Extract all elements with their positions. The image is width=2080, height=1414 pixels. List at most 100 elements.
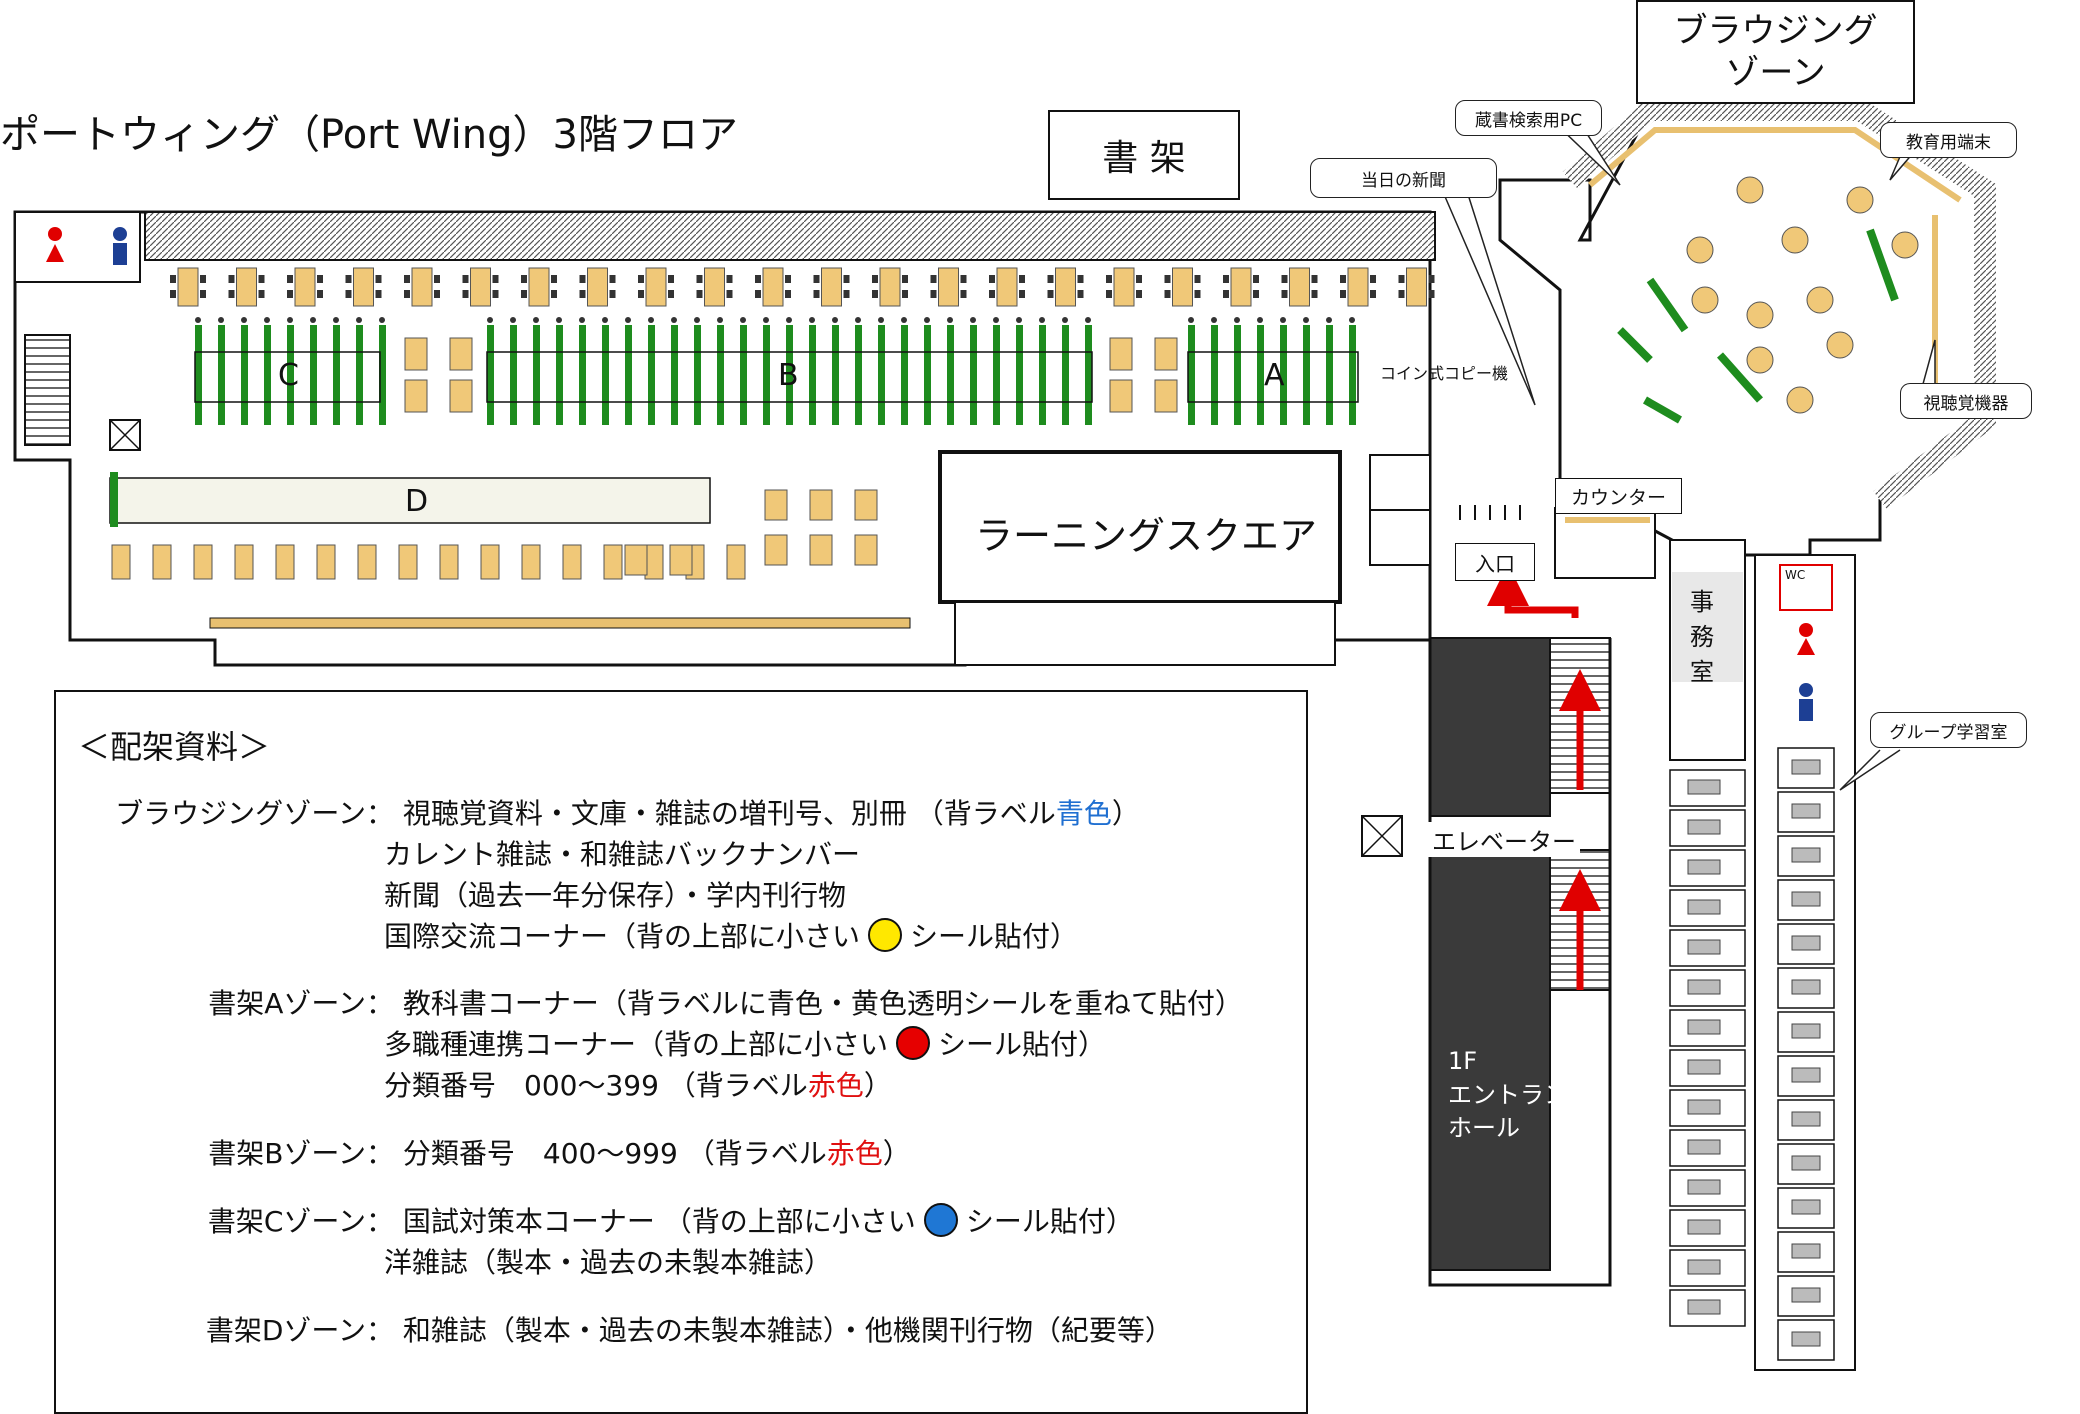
legend-b-1b: 赤色	[826, 1137, 883, 1170]
desk	[236, 267, 257, 307]
shelf-unit	[786, 325, 793, 425]
shelf-marker	[1062, 317, 1068, 323]
browsing-shelf	[1617, 327, 1653, 363]
shelf-unit	[1349, 325, 1356, 425]
chair	[609, 290, 616, 298]
round-table	[1746, 346, 1774, 374]
legend-browsing-4a: 国際交流コーナー（背の上部に小さい	[384, 920, 861, 953]
legend-browsing-zone: ブラウジングゾーン：	[115, 797, 394, 830]
legend-a-2b: シール貼付）	[938, 1028, 1107, 1061]
chair	[1370, 290, 1376, 298]
legend-a-1: 教科書コーナー（背ラベルに青色・黄色透明シールを重ねて貼付）	[402, 987, 1243, 1020]
shelf-marker	[1280, 317, 1286, 323]
hall-line3: ホール	[1448, 1114, 1520, 1143]
group-room-table	[1687, 859, 1721, 875]
shelf-marker	[694, 317, 700, 323]
legend-c-row2: 洋雑誌（製本・過去の未製本雑誌）	[384, 1246, 833, 1279]
chair	[930, 290, 937, 298]
browsing-shelf	[1717, 352, 1763, 403]
desk	[821, 267, 842, 307]
chair	[492, 290, 499, 298]
tables-between-zones	[404, 337, 1178, 413]
chair	[1164, 290, 1171, 298]
chair	[1311, 275, 1318, 283]
wc-label: WC	[1785, 568, 1806, 582]
counter-label: カウンター	[1555, 478, 1682, 514]
chair	[696, 275, 703, 283]
small-room-1	[1369, 454, 1431, 511]
entrance-label: 入口	[1455, 543, 1535, 581]
chair	[287, 290, 293, 298]
chair	[813, 275, 820, 283]
group-room-table	[1791, 1331, 1821, 1347]
callout-av-equipment-text: 視聴覚機器	[1923, 393, 2009, 414]
yellow-dot-icon	[868, 918, 903, 952]
desk	[726, 544, 746, 580]
shelf-unit	[740, 325, 747, 425]
shelf-marker	[924, 317, 930, 323]
desk	[644, 544, 664, 580]
shelf-marker	[947, 317, 953, 323]
group-rooms-left	[1669, 769, 1746, 1327]
chair	[1223, 275, 1229, 283]
group-room-table	[1791, 1067, 1821, 1083]
round-table	[1826, 331, 1854, 359]
shelf-marker	[740, 317, 746, 323]
desk	[439, 544, 459, 580]
shelf-unit	[510, 325, 517, 425]
shelf-marker	[1349, 317, 1355, 323]
shelf-unit	[333, 325, 340, 425]
desk	[645, 267, 667, 307]
chair	[1106, 290, 1112, 298]
desk	[528, 267, 550, 307]
shelf-unit	[1303, 325, 1310, 425]
chair	[1194, 275, 1201, 283]
shelf-unit	[241, 325, 248, 425]
zone-d-shelf	[109, 477, 711, 524]
chair	[843, 275, 850, 283]
chair	[785, 275, 791, 283]
group-room-table	[1791, 1243, 1821, 1259]
callout-av-equipment: 視聴覚機器	[1900, 383, 2032, 419]
group-room-table	[1791, 1155, 1821, 1171]
table	[1154, 337, 1178, 371]
shelf-unit	[1062, 325, 1069, 425]
bottom-shelf-strip	[209, 617, 911, 629]
shelf-marker	[1326, 317, 1332, 323]
table	[669, 544, 693, 576]
group-room-table	[1687, 939, 1721, 955]
shelf-marker	[855, 317, 861, 323]
legend-zone-c: 書架Cゾーン：	[207, 1205, 394, 1238]
entrance-hall-upper	[1429, 637, 1551, 817]
chair	[317, 275, 323, 283]
shelf-marker	[878, 317, 884, 323]
chair	[902, 275, 908, 283]
table	[404, 379, 428, 413]
callout-newspaper: 当日の新聞	[1310, 158, 1497, 198]
chair	[1340, 290, 1346, 298]
shelf-unit	[901, 325, 908, 425]
chair	[375, 275, 382, 283]
bookshelf-text: 書 架	[1102, 138, 1186, 179]
desk	[938, 267, 959, 307]
desk	[357, 544, 377, 580]
chair	[228, 275, 235, 283]
group-room-table	[1687, 1059, 1721, 1075]
chair	[521, 275, 527, 283]
shelf-marker	[579, 317, 585, 323]
chair	[960, 275, 967, 283]
shelf-marker	[671, 317, 677, 323]
blue-dot-icon	[923, 1203, 958, 1237]
legend-browsing-1b: 青色	[1055, 797, 1112, 830]
chair	[813, 290, 820, 298]
chair	[1311, 290, 1318, 298]
callout-edu-terminal-text: 教育用端末	[1906, 132, 1991, 153]
shelf-marker	[1188, 317, 1194, 323]
group-room-table	[1687, 1179, 1721, 1195]
chair	[404, 275, 410, 283]
chair	[1370, 275, 1376, 283]
shelf-marker	[717, 317, 723, 323]
chair	[989, 275, 995, 283]
browsing-zone-label: ブラウジング ゾーン	[1636, 0, 1915, 104]
